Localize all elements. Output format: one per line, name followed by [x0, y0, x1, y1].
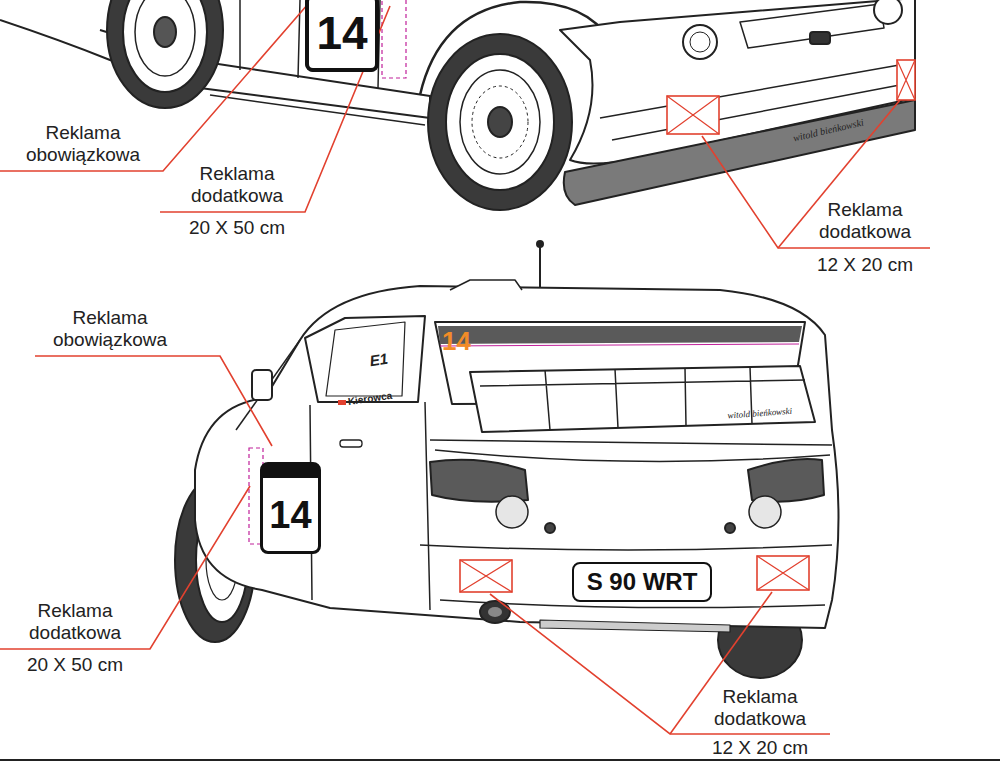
callout-label: Reklama dodatkowa [172, 163, 302, 207]
leader-lines-part [490, 594, 830, 734]
bottom-car-part [545, 523, 555, 533]
bottom-car-part [725, 523, 735, 533]
bottom-car-part [470, 366, 815, 432]
callout-label: Reklama obowiązkowa [8, 122, 158, 166]
dimension-label: 20 X 50 cm [5, 654, 145, 676]
bottom-car-part [310, 402, 430, 610]
top-car-part [107, 0, 223, 108]
bottom-car-part [430, 440, 832, 461]
bottom-ad-markers [249, 448, 809, 592]
label-text: Reklama obowiązkowa [26, 122, 140, 165]
door-number-plate: 14 [305, 0, 379, 72]
dimension-label: 20 X 50 cm [172, 217, 302, 239]
top-ad-markers-part [897, 60, 915, 100]
top-ad-markers [305, 0, 915, 134]
top-car-part [123, 0, 207, 92]
bottom-car-part [326, 322, 405, 396]
top-car-part [154, 17, 176, 47]
box-text: S 90 WRT [587, 570, 698, 594]
label-text: 20 X 50 cm [189, 217, 285, 238]
top-car-part [135, 0, 195, 76]
label-text: Reklama dodatkowa [191, 163, 283, 206]
bottom-car-part [748, 459, 824, 502]
label-text: Reklama dodatkowa [714, 686, 806, 729]
top-car-part [460, 70, 540, 174]
bottom-car-part [749, 496, 781, 528]
label-text: 12 X 20 cm [712, 737, 808, 758]
top-car-part [600, 64, 905, 140]
leader-lines [0, 4, 930, 734]
top-car-part [210, 95, 425, 125]
bottom-car-part [539, 245, 541, 292]
dimension-label: 12 X 20 cm [800, 254, 930, 276]
top-car-part [683, 25, 717, 59]
top-car-part [428, 34, 572, 210]
bottom-car-part [496, 496, 528, 528]
top-ad-markers-part [897, 60, 915, 100]
callout-label: Reklama dodatkowa [5, 600, 145, 644]
top-car [0, 0, 915, 210]
label-text: E1 [369, 350, 390, 369]
callout-label: Reklama obowiązkowa [35, 307, 185, 351]
top-car-part [690, 32, 710, 52]
leader-lines-part [0, 4, 308, 171]
licence-plate: S 90 WRT [572, 562, 712, 602]
box-text: 14 [316, 10, 367, 56]
bottom-ad-markers-part [757, 556, 809, 590]
label-text: Reklama dodatkowa [819, 199, 911, 242]
bottom-car-part [488, 607, 502, 617]
top-ad-markers-part [382, 0, 406, 78]
top-car-part [810, 32, 830, 44]
bottom-car-part [440, 344, 799, 346]
window-number: 14 [442, 327, 486, 355]
top-car-part [740, 4, 884, 48]
top-car-part [472, 86, 528, 158]
label-text: Reklama dodatkowa [29, 600, 121, 643]
bottom-car-part [195, 286, 839, 628]
bottom-car-part [450, 280, 522, 290]
top-ad-markers-part [305, 0, 379, 72]
bottom-car-part [236, 340, 300, 430]
top-ad-markers-part [667, 96, 719, 134]
bottom-car [175, 241, 839, 678]
leader-lines-part [0, 486, 250, 649]
bottom-car-part [480, 367, 805, 430]
box-text: 14 [269, 496, 311, 534]
leader-lines-part [160, 6, 390, 212]
top-car-part [874, 0, 902, 24]
bottom-car-part [340, 440, 362, 447]
bottom-rule [0, 759, 1000, 761]
label-text: 20 X 50 cm [27, 654, 123, 675]
top-ad-markers-part [667, 96, 719, 134]
bottom-car-part [305, 316, 425, 402]
dimension-label: 12 X 20 cm [690, 738, 830, 758]
label-text: 14 [442, 326, 471, 356]
leader-lines-part [35, 356, 272, 446]
label-text: Reklama obowiązkowa [53, 307, 167, 350]
callout-label: Reklama dodatkowa [690, 686, 830, 730]
top-car-part [446, 54, 554, 190]
bottom-car-part [420, 545, 832, 550]
leader-lines-part [702, 136, 930, 248]
bottom-ad-markers-part [757, 556, 809, 590]
bottom-car-part [338, 400, 346, 405]
bottom-car-part [438, 326, 802, 344]
label-text: 12 X 20 cm [817, 254, 913, 275]
bottom-car-part [252, 370, 272, 400]
bottom-car-part [537, 241, 543, 247]
top-car-part [488, 107, 512, 137]
callout-label: Reklama dodatkowa [800, 199, 930, 243]
bottom-car-part [480, 601, 510, 623]
bottom-car-part [540, 620, 730, 632]
bottom-ad-markers-part [460, 560, 512, 592]
door-number-plate: 14 [260, 462, 321, 554]
bottom-ad-markers-part [460, 560, 512, 592]
